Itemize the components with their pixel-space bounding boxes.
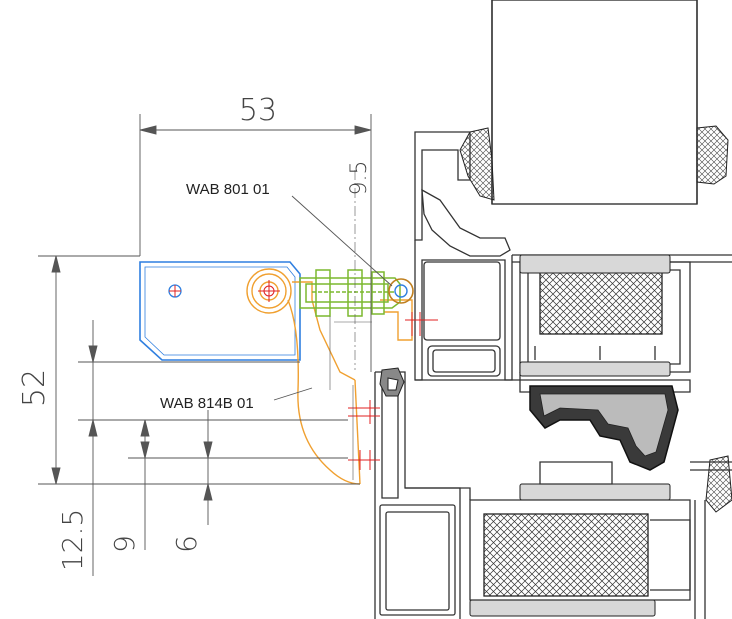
hinge-link-green	[299, 269, 401, 317]
dimension-53: 53	[239, 93, 277, 128]
sash-profile-lower	[469, 461, 691, 601]
dimension-6: 6	[170, 535, 203, 553]
part-label-wab-801-01: WAB 801 01	[186, 181, 270, 198]
dimension-lines	[38, 114, 393, 576]
glass-pane	[491, 0, 698, 205]
sash-profile-upper	[519, 261, 691, 393]
dimension-9-5: 9.5	[347, 161, 372, 196]
hinge-gaskets	[379, 367, 405, 397]
dimension-12-5: 12.5	[56, 509, 89, 571]
hinge-body-blue	[139, 261, 301, 361]
part-label-wab-814b-01: WAB 814B 01	[160, 395, 254, 412]
screw-hole-left	[168, 284, 182, 298]
screw-hole-knuckle	[258, 280, 280, 302]
construction-lines	[329, 170, 372, 480]
center-gasket	[529, 385, 679, 471]
pivot-pin	[388, 278, 414, 304]
red-center-marks	[348, 312, 438, 470]
dimension-9: 9	[108, 535, 141, 553]
dimension-52: 52	[17, 369, 52, 407]
